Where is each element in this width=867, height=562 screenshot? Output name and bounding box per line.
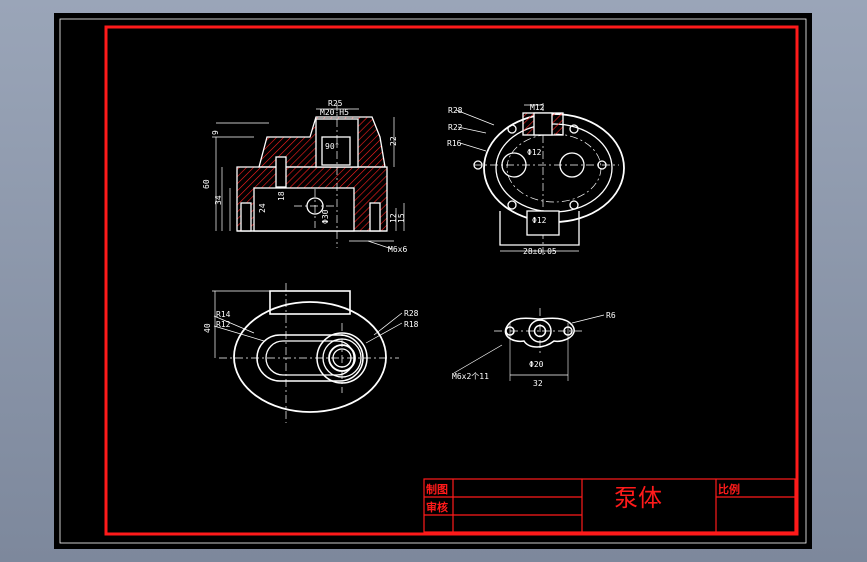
title-block xyxy=(423,478,796,533)
dim-r18-top: R18 xyxy=(404,320,419,329)
dim-15: 15 xyxy=(397,213,406,223)
dim-phi30: Φ30 xyxy=(321,209,330,224)
drawing-sheet: R25 M20-H5 9 22 90° 60 34 24 18 Φ30 12 1… xyxy=(59,18,807,544)
drawn-by-label: 制图 xyxy=(426,482,448,496)
dim-r22: R22 xyxy=(448,123,463,132)
dim-90deg: 90° xyxy=(325,142,339,151)
scale-label: 比例 xyxy=(718,482,740,496)
dim-40: 40 xyxy=(203,323,212,333)
drawing-frame xyxy=(104,25,799,536)
dim-r28-top: R28 xyxy=(404,309,419,318)
dim-r14: R14 xyxy=(216,310,231,319)
dim-12: 12 xyxy=(389,213,398,223)
side-view-labels: R28 R22 R16 M12 Φ12 Φ12 28±0.05 xyxy=(447,103,557,256)
dim-r6: R6 xyxy=(606,311,616,320)
title-block-text: 制图 审核 泵体 比例 xyxy=(426,482,740,514)
front-view[interactable] xyxy=(212,103,405,250)
top-view-labels: R14 R12 40 R28 R18 xyxy=(203,309,419,333)
dim-m6x2: M6x2个11 xyxy=(452,372,489,381)
dim-60: 60 xyxy=(202,179,211,189)
dim-24: 24 xyxy=(258,203,267,213)
dim-phi12b: Φ12 xyxy=(532,216,547,225)
front-view-labels: R25 M20-H5 9 22 90° 60 34 24 18 Φ30 12 1… xyxy=(202,99,407,254)
dim-m12: M12 xyxy=(530,103,545,112)
dim-phi20: Φ20 xyxy=(529,360,544,369)
dim-r28: R28 xyxy=(448,106,463,115)
dim-r16: R16 xyxy=(447,139,462,148)
flange-view-labels: R6 Φ20 32 M6x2个11 xyxy=(452,311,616,388)
top-view[interactable] xyxy=(212,283,403,423)
side-view[interactable] xyxy=(455,103,625,258)
flange-view[interactable] xyxy=(453,308,605,381)
dim-m6x6: M6x6 xyxy=(388,245,407,254)
cad-drawing-viewport[interactable]: R25 M20-H5 9 22 90° 60 34 24 18 Φ30 12 1… xyxy=(54,13,812,549)
dim-r12: R12 xyxy=(216,320,231,329)
dim-m20: M20-H5 xyxy=(320,108,349,117)
dim-28: 28±0.05 xyxy=(523,247,557,256)
dim-r25: R25 xyxy=(328,99,343,108)
reviewed-by-label: 审核 xyxy=(426,500,448,514)
dim-32: 32 xyxy=(533,379,543,388)
dim-22: 22 xyxy=(389,136,398,146)
dim-18: 18 xyxy=(277,191,286,201)
dim-34: 34 xyxy=(214,195,223,205)
dim-9: 9 xyxy=(211,130,220,135)
part-name: 泵体 xyxy=(614,484,662,512)
sheet-border xyxy=(59,18,807,544)
dim-phi12a: Φ12 xyxy=(527,148,542,157)
